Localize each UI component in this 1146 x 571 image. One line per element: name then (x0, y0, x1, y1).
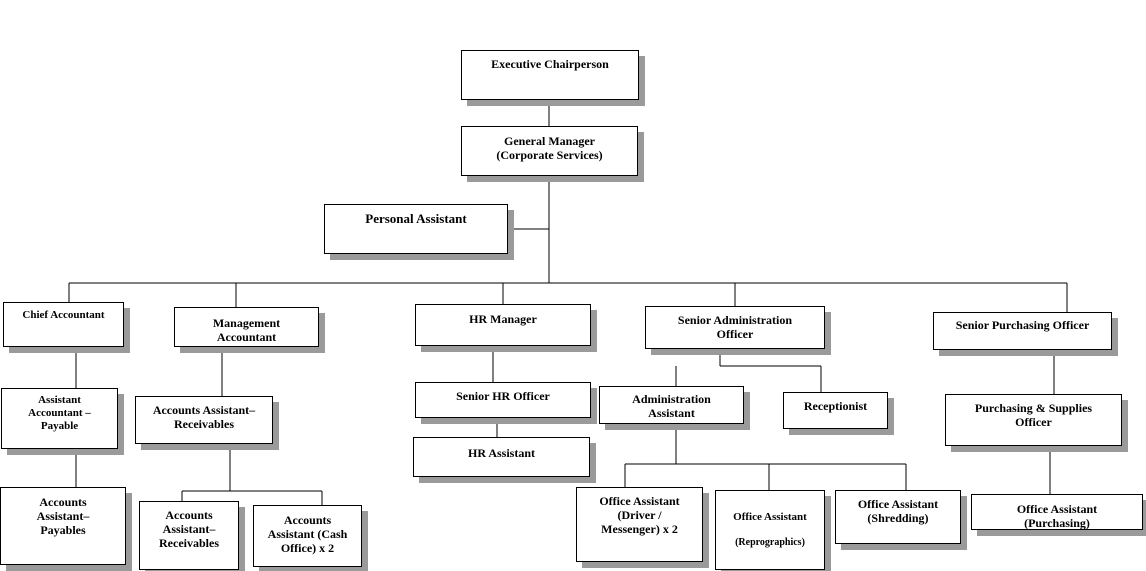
label-office-assistant-reprographics: Office Assistant (733, 511, 807, 523)
label-hr-assistant: HR Assistant (467, 446, 535, 460)
box-office-assistant-shredding: Office Assistant (Shredding) (835, 490, 961, 544)
box-administration-assistant: Administration Assistant (599, 386, 744, 424)
label-executive-chairperson: Executive Chairperson (491, 57, 609, 71)
box-office-assistant-purchasing: Office Assistant (Purchasing) (971, 494, 1143, 530)
box-senior-hr-officer: Senior HR Officer (415, 382, 591, 418)
box-hr-assistant: HR Assistant (413, 437, 590, 477)
box-accounts-assistant-payables: Accounts Assistant– Payables (0, 487, 126, 565)
label-accounts-assistant-payables: Accounts Assistant– Payables (36, 495, 90, 537)
label-reprographics: (Reprographics) (735, 537, 805, 548)
box-chief-accountant: Chief Accountant (3, 302, 124, 347)
label-office-assistant-purchasing: Office Assistant (Purchasing) (1016, 502, 1098, 530)
label-management-accountant: Management Accountant (212, 316, 281, 344)
box-management-accountant: Management Accountant (174, 307, 319, 347)
label-accounts-assistant-receivables-upper: Accounts Assistant– Receivables (152, 403, 256, 431)
label-accounts-assistant-cash-office: Accounts Assistant (Cash Office) x 2 (267, 513, 348, 555)
box-hr-manager: HR Manager (415, 304, 591, 346)
box-office-assistant-reprographics: Office Assistant (Reprographics) (715, 490, 825, 570)
box-senior-administration-officer: Senior Administration Officer (645, 306, 825, 349)
label-purchasing-supplies-officer: Purchasing & Supplies Officer (974, 401, 1093, 429)
box-receptionist: Receptionist (783, 392, 888, 429)
box-executive-chairperson: Executive Chairperson (461, 50, 639, 100)
label-senior-purchasing-officer: Senior Purchasing Officer (955, 318, 1090, 332)
label-accounts-assistant-receivables-lower: Accounts Assistant– Receivables (159, 508, 219, 550)
box-senior-purchasing-officer: Senior Purchasing Officer (933, 312, 1112, 350)
box-accounts-assistant-cash-office: Accounts Assistant (Cash Office) x 2 (253, 505, 362, 567)
label-general-manager: General Manager (Corporate Services) (496, 134, 603, 162)
box-accounts-assistant-receivables-lower: Accounts Assistant– Receivables (139, 501, 239, 570)
label-receptionist: Receptionist (803, 399, 868, 413)
label-office-assistant-shredding: Office Assistant (Shredding) (857, 497, 939, 525)
label-hr-manager: HR Manager (469, 312, 537, 326)
label-senior-administration-officer: Senior Administration Officer (677, 313, 793, 341)
label-assistant-accountant-payable: Assistant Accountant – Payable (28, 394, 91, 432)
label-office-assistant-driver: Office Assistant (Driver / Messenger) x … (599, 494, 680, 536)
box-purchasing-supplies-officer: Purchasing & Supplies Officer (945, 394, 1122, 446)
box-assistant-accountant-payable: Assistant Accountant – Payable (1, 388, 118, 449)
box-personal-assistant: Personal Assistant (324, 204, 508, 254)
label-personal-assistant: Personal Assistant (365, 211, 467, 226)
label-senior-hr-officer: Senior HR Officer (456, 389, 550, 403)
label-administration-assistant: Administration Assistant (632, 392, 711, 420)
box-office-assistant-driver: Office Assistant (Driver / Messenger) x … (576, 487, 703, 562)
box-general-manager: General Manager (Corporate Services) (461, 126, 638, 176)
label-chief-accountant: Chief Accountant (22, 309, 105, 321)
box-accounts-assistant-receivables-upper: Accounts Assistant– Receivables (135, 396, 273, 444)
